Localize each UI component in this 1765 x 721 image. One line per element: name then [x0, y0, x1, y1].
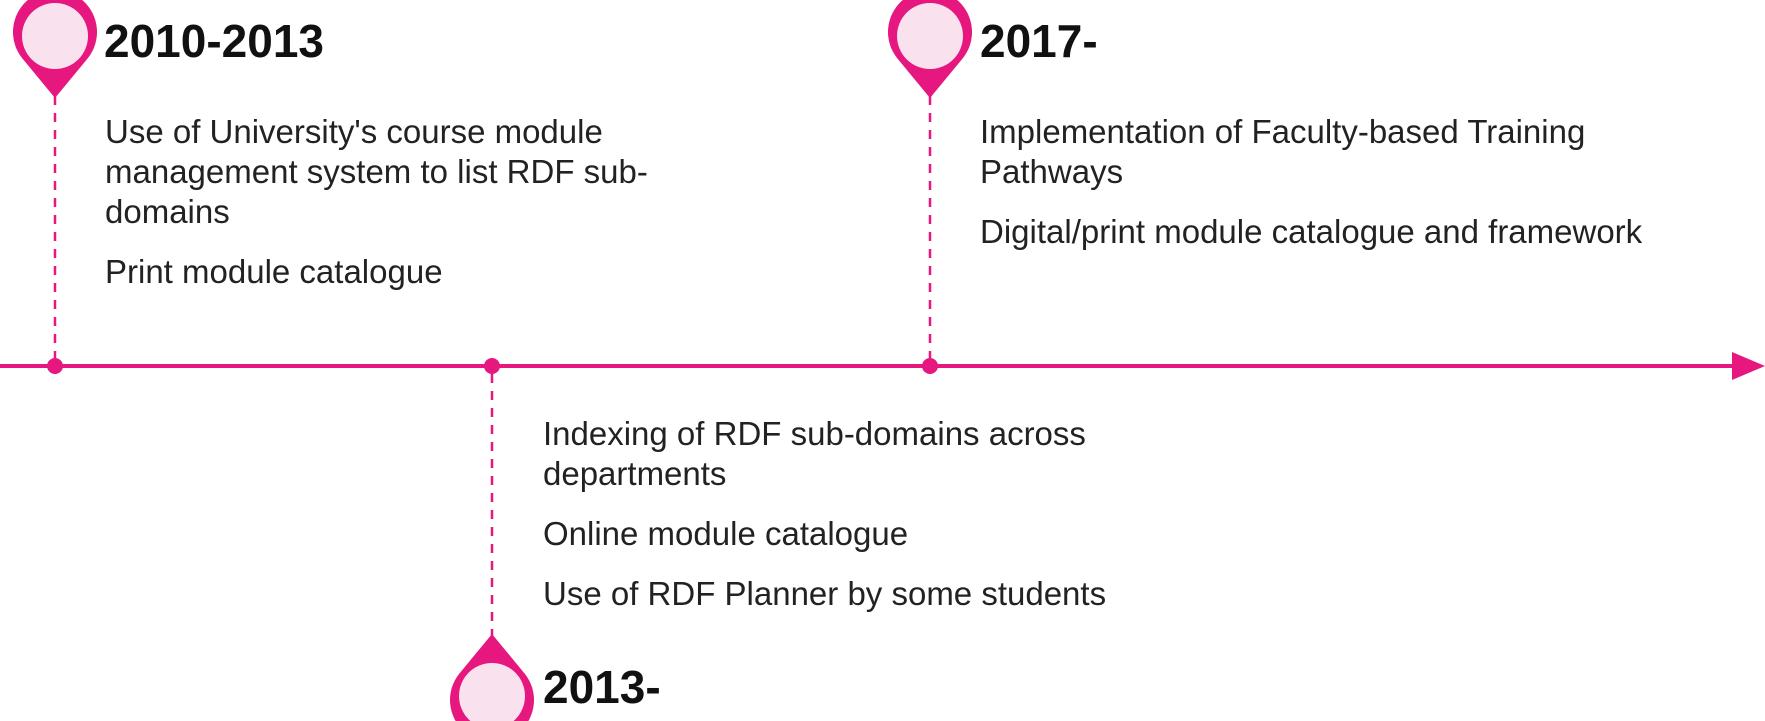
axis-marker-2017	[922, 358, 938, 374]
milestone-item: Indexing of RDF sub-domains across depar…	[543, 415, 1086, 492]
milestone-items-2013: Indexing of RDF sub-domains across depar…	[543, 414, 1243, 634]
axis-marker-2013	[484, 358, 500, 374]
map-pin-icon-2010	[13, 0, 97, 98]
timeline-arrowhead	[1732, 352, 1765, 380]
milestone-year-2017: 2017-	[980, 15, 1098, 67]
milestone-items-2010: Use of University's course module manage…	[105, 112, 745, 312]
milestone-item: Print module catalogue	[105, 253, 443, 290]
milestone-year-2013: 2013-	[543, 661, 661, 713]
axis-marker-2010	[47, 358, 63, 374]
milestone-item: Digital/print module catalogue and frame…	[980, 213, 1643, 250]
milestone-year-2010: 2010-2013	[104, 15, 324, 67]
map-pin-icon-2013	[450, 634, 534, 721]
milestone-item: Implementation of Faculty-based Training…	[980, 113, 1586, 190]
milestone-item: Use of University's course module manage…	[105, 113, 648, 230]
milestone-item: Online module catalogue	[543, 515, 909, 552]
milestone-items-2017: Implementation of Faculty-based Training…	[980, 112, 1720, 272]
milestone-item: Use of RDF Planner by some students	[543, 575, 1107, 612]
map-pin-icon-2017	[888, 0, 972, 98]
